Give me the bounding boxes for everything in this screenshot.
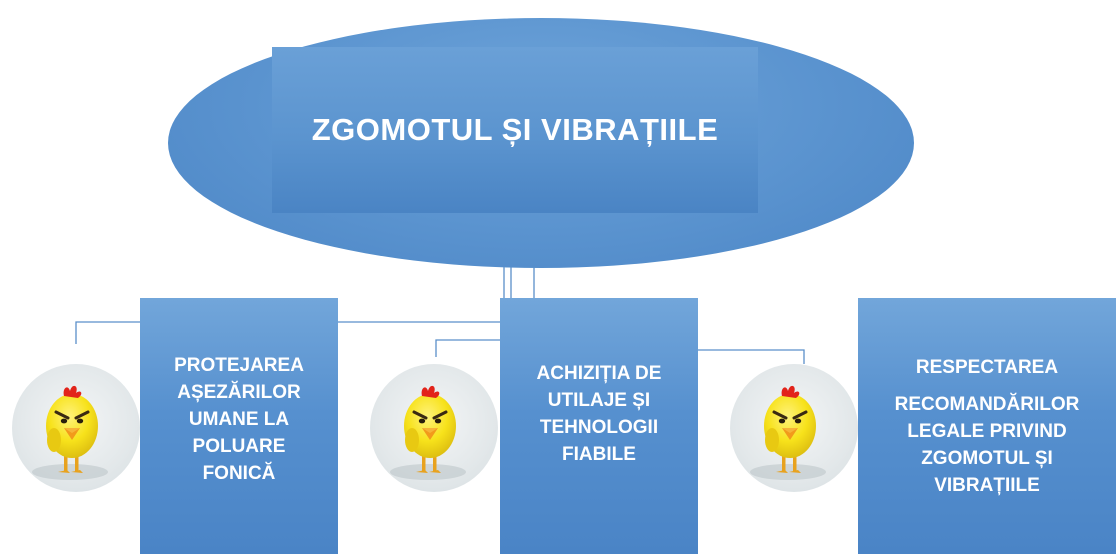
node-respectarea-recomandarilor: RESPECTAREA RECOMANDĂRILOR LEGALE PRIVIN… xyxy=(858,298,1116,554)
node-line: FIABILE xyxy=(562,444,636,465)
diagram-title: ZGOMOTUL ȘI VIBRAȚIILE xyxy=(311,112,719,147)
connector-middle xyxy=(435,339,500,357)
node-line: FONICĂ xyxy=(202,462,276,484)
node-line: ZGOMOTUL ȘI xyxy=(921,447,1053,469)
connector-left xyxy=(75,321,140,344)
node-line: UMANE LA xyxy=(188,408,290,430)
title-box xyxy=(272,47,758,213)
node-line: TEHNOLOGII xyxy=(539,417,659,438)
node-text: RESPECTAREA RECOMANDĂRILOR LEGALE PRIVIN… xyxy=(895,354,1080,499)
node-line: LEGALE PRIVIND xyxy=(907,420,1067,442)
node-protejarea-asezarilor: PROTEJAREA AȘEZĂRILOR UMANE LA POLUARE F… xyxy=(140,298,338,554)
angry-chick-icon xyxy=(370,364,498,492)
node-line: RESPECTAREA xyxy=(915,356,1059,378)
node-line: PROTEJAREA xyxy=(174,354,304,376)
angry-chick-icon xyxy=(30,384,110,482)
node-line: POLUARE xyxy=(192,435,286,457)
node-line: UTILAJE ȘI xyxy=(547,390,651,411)
node-line: AȘEZĂRILOR xyxy=(177,381,301,403)
node-line: ACHIZIȚIA DE xyxy=(536,363,662,384)
angry-chick-icon xyxy=(748,384,828,482)
node-line: RECOMANDĂRILOR xyxy=(894,393,1080,415)
node-text: ACHIZIȚIA DE UTILAJE ȘI TEHNOLOGII FIABI… xyxy=(537,360,662,468)
node-line: VIBRAȚIILE xyxy=(934,474,1040,496)
angry-chick-icon xyxy=(730,364,858,492)
angry-chick-icon xyxy=(388,384,468,482)
connector-right xyxy=(698,349,805,364)
node-achizitia-utilaje: ACHIZIȚIA DE UTILAJE ȘI TEHNOLOGII FIABI… xyxy=(500,298,698,554)
node-text: PROTEJAREA AȘEZĂRILOR UMANE LA POLUARE F… xyxy=(174,352,304,487)
angry-chick-icon xyxy=(12,364,140,492)
